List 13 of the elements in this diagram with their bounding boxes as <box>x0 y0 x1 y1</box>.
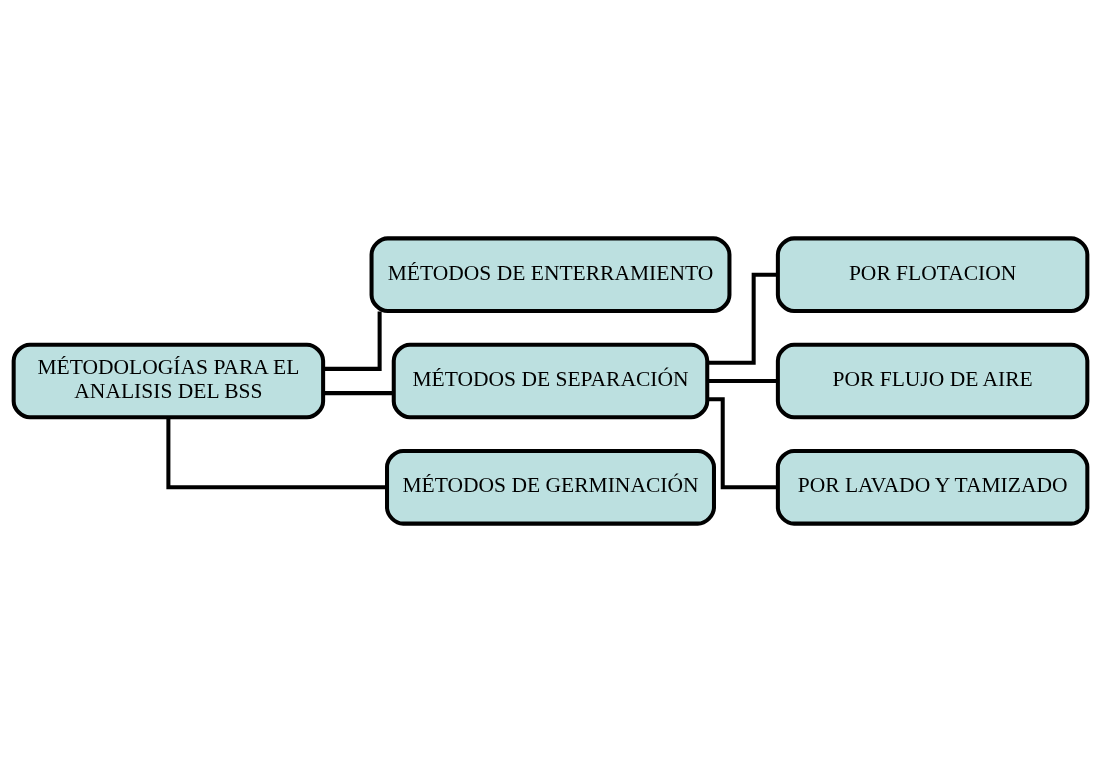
connector <box>707 272 778 365</box>
node-box: MÉTODOS DE SEPARACIÓN <box>391 342 710 419</box>
connector <box>323 390 394 395</box>
node-box: MÉTODOS DE ENTERRAMIENTO <box>369 235 732 313</box>
connector <box>323 310 382 371</box>
connector <box>166 417 387 489</box>
node-box: POR FLOTACION <box>775 235 1090 313</box>
connector <box>707 378 778 383</box>
connector <box>707 396 778 489</box>
node-box: MÉTODOS DE GERMINACIÓN <box>385 448 716 526</box>
node-box: POR LAVADO Y TAMIZADO <box>775 448 1090 526</box>
node-box: POR FLUJO DE AIRE <box>775 342 1090 419</box>
node-box: MÉTODOLOGÍAS PARA EL ANALISIS DEL BSS <box>11 342 326 419</box>
